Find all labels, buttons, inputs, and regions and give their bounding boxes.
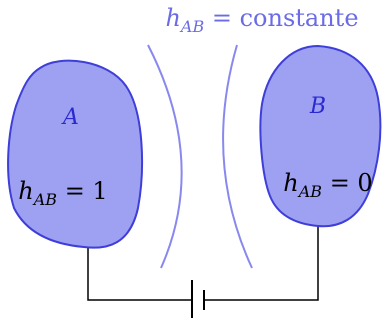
region-a-label-sub: AB [32, 190, 58, 209]
region-a-name: A [61, 105, 79, 130]
field-line-right [222, 44, 253, 269]
title-formula: hAB = constante [165, 4, 358, 36]
title-sub: AB [179, 17, 205, 36]
region-b-label-var: h [283, 169, 298, 197]
region-a-blob [7, 59, 143, 249]
region-b-label: hAB = 0 [283, 169, 372, 201]
wire-right [204, 226, 319, 301]
wire-left [87, 246, 192, 301]
title-eq: = constante [204, 4, 358, 32]
region-b-label-sub: AB [297, 182, 323, 201]
field-line-left [147, 44, 183, 269]
region-a-label: hAB = 1 [18, 177, 107, 209]
region-a-label-var: h [18, 177, 33, 205]
region-a-label-eq: = 1 [57, 177, 108, 205]
region-b-blob [259, 44, 382, 228]
region-b-label-eq: = 0 [322, 169, 373, 197]
region-b-name: B [309, 94, 326, 119]
title-var: h [165, 4, 180, 32]
